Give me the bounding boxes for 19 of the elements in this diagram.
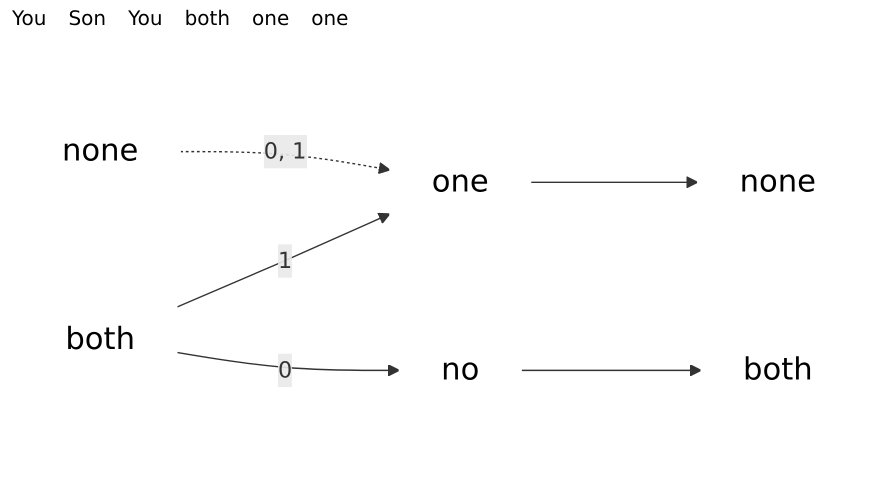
column-label: You	[128, 6, 163, 30]
column-label: both	[184, 6, 230, 30]
column-label: You	[12, 6, 46, 30]
column-label: Son	[68, 6, 106, 30]
column-label: one	[252, 6, 290, 30]
node-text: none	[62, 134, 138, 170]
edge-label: 0	[278, 356, 292, 383]
node-text: both	[65, 322, 136, 358]
column-label: one	[311, 6, 348, 30]
arrow	[521, 364, 702, 376]
arrow	[530, 176, 698, 188]
edge-label: 0, 1	[264, 138, 306, 164]
node-text: both	[742, 352, 813, 388]
node-text: no	[441, 352, 480, 388]
arrow	[176, 212, 390, 308]
node-text: none	[740, 164, 816, 200]
node-text: one	[432, 164, 489, 200]
edge-label: 1	[278, 247, 292, 274]
arrow	[176, 352, 400, 376]
